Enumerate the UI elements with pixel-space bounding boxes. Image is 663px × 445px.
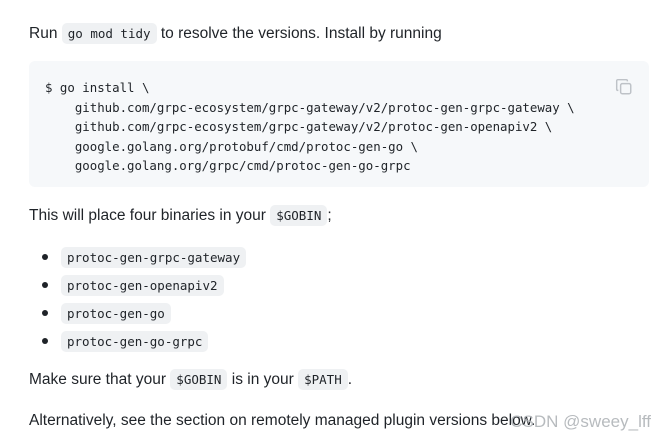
- list-item: protoc-gen-openapiv2: [29, 271, 246, 299]
- path-middle: is in your: [227, 371, 299, 388]
- alternative-paragraph: Alternatively, see the section on remote…: [29, 410, 535, 432]
- binary-name: protoc-gen-go-grpc: [61, 330, 209, 352]
- install-paragraph: Run go mod tidy to resolve the versions.…: [29, 23, 442, 45]
- path-prefix: Make sure that your: [29, 371, 171, 388]
- copy-icon[interactable]: [615, 78, 633, 96]
- binary-name: protoc-gen-openapiv2: [61, 274, 224, 296]
- install-command: $ go install \ github.com/grpc-ecosystem…: [45, 80, 575, 173]
- path-code: $PATH: [298, 369, 348, 390]
- list-item: protoc-gen-grpc-gateway: [29, 243, 247, 271]
- path-suffix: .: [347, 371, 353, 388]
- install-code-block: $ go install \ github.com/grpc-ecosystem…: [29, 61, 649, 187]
- binaries-list: protoc-gen-grpc-gateway protoc-gen-opena…: [29, 243, 247, 355]
- install-prefix: Run: [29, 25, 62, 42]
- gobin-code: $GOBIN: [170, 369, 228, 390]
- binary-name: protoc-gen-go: [61, 302, 171, 324]
- alternative-text: Alternatively, see the section on remote…: [29, 412, 536, 429]
- gobin-code: $GOBIN: [270, 205, 328, 226]
- binaries-suffix: ;: [327, 207, 332, 224]
- path-paragraph: Make sure that your $GOBIN is in your $P…: [29, 369, 352, 391]
- watermark: CSDN @sweey_lff: [510, 412, 651, 431]
- install-suffix: to resolve the versions. Install by runn…: [156, 25, 442, 42]
- binary-name: protoc-gen-grpc-gateway: [61, 246, 247, 268]
- list-item: protoc-gen-go: [29, 299, 246, 327]
- binaries-paragraph: This will place four binaries in your $G…: [29, 205, 332, 227]
- list-item: protoc-gen-go-grpc: [29, 327, 246, 355]
- go-mod-tidy-code: go mod tidy: [61, 23, 157, 44]
- binaries-prefix: This will place four binaries in your: [29, 207, 271, 224]
